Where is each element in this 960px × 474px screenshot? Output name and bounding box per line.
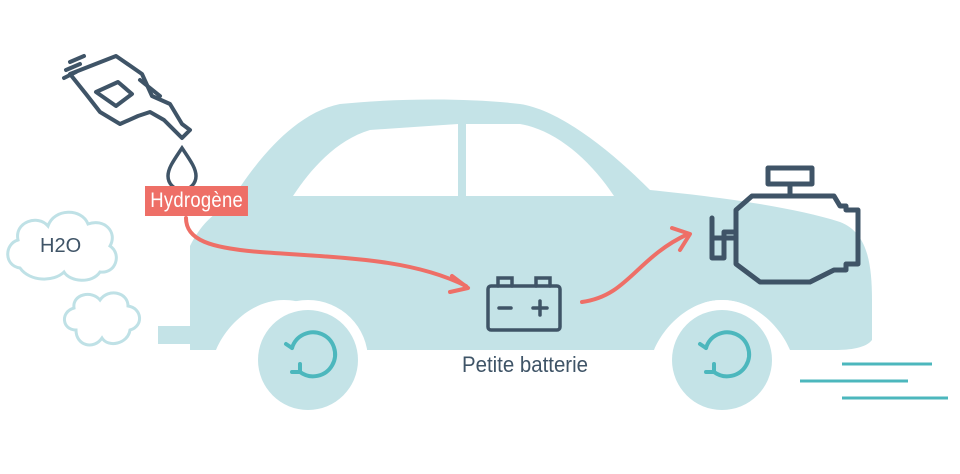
rear-wheel: [248, 300, 368, 420]
rear-window: [293, 124, 458, 196]
fuel-nozzle-icon: [62, 54, 192, 140]
front-wheel: [662, 300, 782, 420]
flow-arrow-battery-to-engine: [580, 226, 692, 304]
flow-arrow-hydrogen-to-battery: [184, 216, 470, 294]
water-vapor-cloud-icon: H2O: [6, 210, 118, 282]
exhaust-pipe: [158, 326, 192, 344]
water-label: H2O: [40, 235, 81, 257]
wheel-rotation-icon: [698, 330, 752, 379]
water-vapor-cloud-small-icon: [63, 291, 141, 347]
speed-lines-icon: [800, 362, 948, 400]
hydrogen-label: Hydrogène: [145, 186, 249, 216]
battery-label: Petite batterie: [462, 352, 588, 377]
front-window: [466, 124, 614, 196]
battery-icon: [486, 276, 562, 332]
hydrogen-drop-icon: [166, 144, 198, 192]
car-body: [158, 99, 872, 350]
wheel-rotation-icon: [284, 330, 338, 379]
engine-icon: [709, 165, 861, 285]
